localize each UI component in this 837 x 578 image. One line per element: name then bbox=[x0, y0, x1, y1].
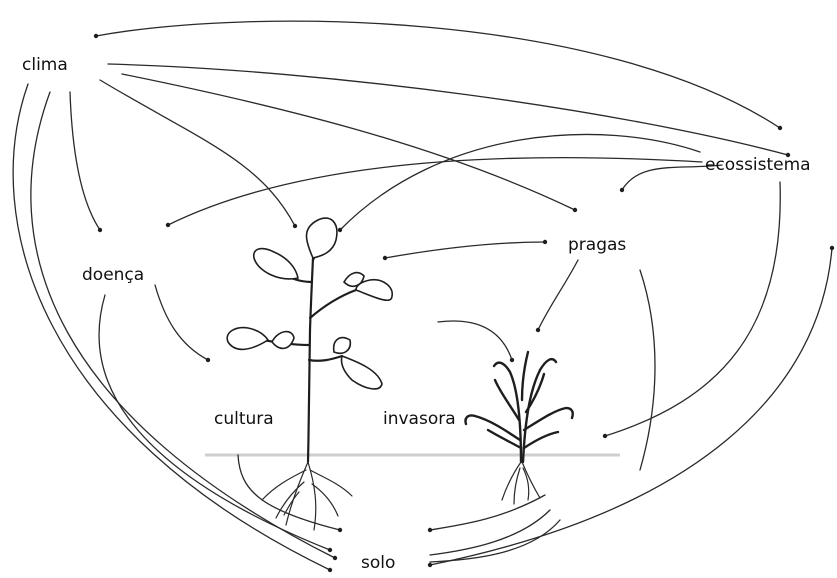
label-pragas: pragas bbox=[568, 235, 626, 255]
label-cultura: cultura bbox=[214, 409, 274, 429]
crop-plant-illustration bbox=[227, 218, 392, 530]
weed-plant-illustration bbox=[465, 352, 572, 504]
label-clima: clima bbox=[22, 55, 68, 75]
label-invasora: invasora bbox=[383, 409, 456, 429]
label-solo: solo bbox=[361, 553, 395, 573]
arrowhead-markers bbox=[94, 34, 834, 572]
label-doenca: doença bbox=[82, 265, 144, 285]
influence-arrows bbox=[13, 21, 832, 570]
label-ecossistema: ecossistema bbox=[705, 155, 811, 175]
